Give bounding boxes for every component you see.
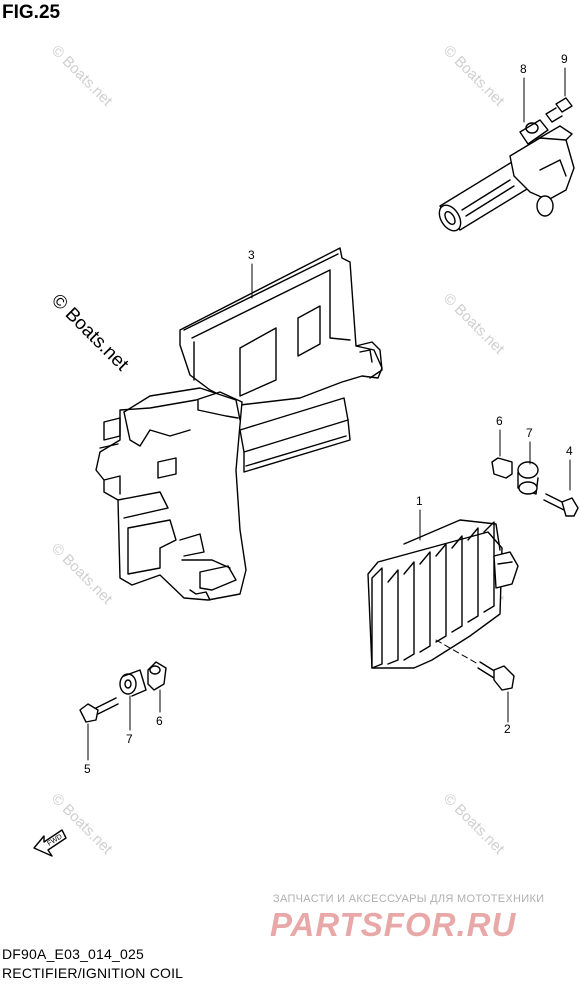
callout-6-left: 6 <box>156 714 163 728</box>
bolt-5-drawing <box>79 697 119 723</box>
callout-1: 1 <box>416 494 423 508</box>
rectifier-drawing <box>367 519 519 669</box>
callout-8: 8 <box>520 62 527 76</box>
callout-4: 4 <box>566 444 573 458</box>
callout-7-right: 7 <box>526 426 533 440</box>
bolt-9-drawing <box>545 97 573 123</box>
callout-3: 3 <box>248 248 255 262</box>
shop-logo: PARTSFOR.RU <box>270 906 517 943</box>
bolt-2-drawing <box>477 661 515 691</box>
grommet-7-left-drawing <box>119 669 147 697</box>
callout-6-right: 6 <box>496 414 503 428</box>
ignition-coil-drawing <box>438 119 575 232</box>
bracket-drawing <box>95 247 383 601</box>
collar-6-left-drawing <box>147 661 167 691</box>
leader-lines <box>87 67 571 761</box>
grommet-7-right-drawing <box>517 461 539 495</box>
collar-6-right-drawing <box>491 457 513 479</box>
callout-2: 2 <box>504 722 511 736</box>
diagram-caption: RECTIFIER/IGNITION COIL <box>2 965 184 981</box>
bolt-4-drawing <box>543 493 579 517</box>
callout-9: 9 <box>561 52 568 66</box>
shop-tagline: ЗАПЧАСТИ И АКСЕССУАРЫ ДЛЯ МОТОТЕХНИКИ <box>273 893 545 905</box>
diagram-code: DF90A_E03_014_025 <box>2 946 144 962</box>
fwd-arrow <box>33 829 67 857</box>
callout-5: 5 <box>84 762 91 776</box>
figure-title: FIG.25 <box>2 2 61 23</box>
callout-7-left: 7 <box>126 732 133 746</box>
